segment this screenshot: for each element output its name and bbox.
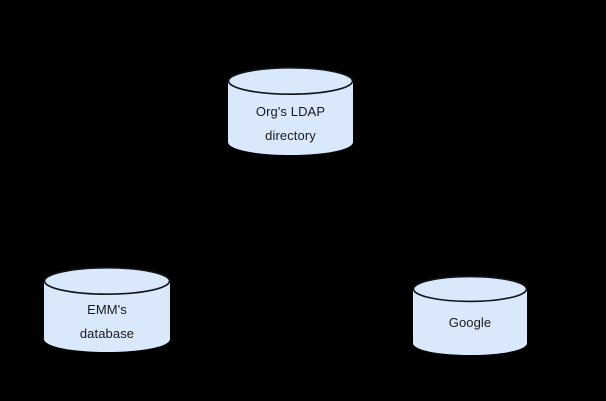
database-cylinder-icon [413, 276, 527, 355]
node-ldap-directory[interactable]: Org's LDAP directory [228, 67, 353, 156]
node-emm-database[interactable]: EMM's database [44, 267, 170, 353]
database-cylinder-icon [44, 267, 170, 352]
database-cylinder-icon [228, 67, 353, 155]
node-google[interactable]: Google [413, 276, 527, 356]
